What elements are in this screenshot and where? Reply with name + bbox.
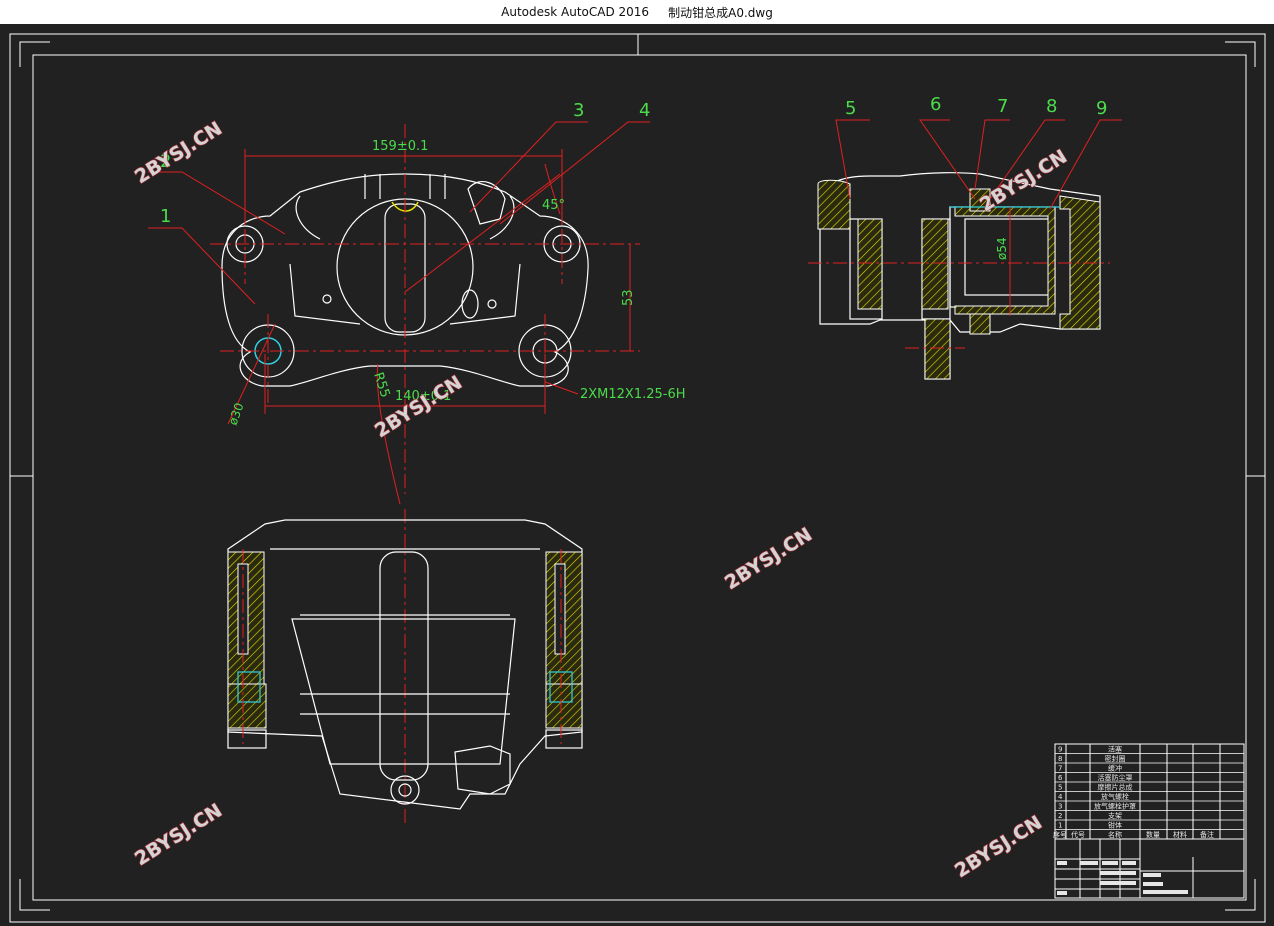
app-name: Autodesk AutoCAD 2016 bbox=[501, 5, 650, 19]
file-name: 制动钳总成A0.dwg bbox=[668, 5, 773, 20]
dim-bottom-span: 140±0.1 bbox=[395, 389, 451, 404]
balloon-2: 2 bbox=[160, 151, 171, 172]
balloon-6: 6 bbox=[930, 94, 941, 115]
bom-header-cell: 数量 bbox=[1146, 830, 1160, 839]
bom-row-number: 2 bbox=[1058, 812, 1062, 820]
bom-row-number: 3 bbox=[1058, 803, 1062, 811]
bom-row-name: 密封圈 bbox=[1105, 754, 1126, 763]
bom-row-number: 8 bbox=[1058, 755, 1062, 763]
balloon-4: 4 bbox=[639, 100, 650, 121]
bom-row-name: 缓冲 bbox=[1108, 764, 1122, 773]
dim-thread: 2XM12X1.25-6H bbox=[580, 387, 686, 402]
bom-table: 9 活塞 8 密封圈 7 缓冲 6 活塞防尘罩 5 摩擦片总成 4 放气螺栓 3 放气螺栓护罩 2 支架 1 钳体… bbox=[1053, 745, 1244, 839]
watermark-6: 2BYSJ.CN bbox=[951, 812, 1046, 883]
front-view: 1 2 3 4 159±0.1 140±0.1 45° 2XM12X1.25-6… bbox=[148, 100, 686, 824]
dim-hole-dia: ø30 bbox=[226, 401, 247, 427]
bom-row-number: 6 bbox=[1058, 774, 1063, 782]
bom-row-name: 放气螺栓护罩 bbox=[1094, 802, 1136, 811]
section-view: 5 6 7 8 9 ø54 bbox=[808, 94, 1122, 380]
drawing-canvas[interactable]: 1 2 3 4 159±0.1 140±0.1 45° 2XM12X1.25-6… bbox=[0, 24, 1274, 926]
dim-angle: 45° bbox=[542, 198, 565, 213]
bom-row-number: 7 bbox=[1058, 765, 1062, 773]
cad-drawing[interactable]: 1 2 3 4 159±0.1 140±0.1 45° 2XM12X1.25-6… bbox=[0, 24, 1274, 926]
bom-header-cell: 备注 bbox=[1200, 830, 1214, 839]
watermark-4: 2BYSJ.CN bbox=[976, 146, 1071, 217]
bom-header-cell: 名称 bbox=[1108, 830, 1122, 839]
bom-row-name: 摩擦片总成 bbox=[1098, 783, 1133, 792]
watermark-3: 2BYSJ.CN bbox=[721, 524, 816, 595]
dim-radius: R55 bbox=[370, 371, 392, 400]
bom-row-number: 5 bbox=[1058, 784, 1062, 792]
sheet-border bbox=[9, 33, 1266, 923]
watermark-5: 2BYSJ.CN bbox=[131, 800, 226, 871]
bom-row-name: 活塞防尘罩 bbox=[1098, 773, 1133, 782]
bom-row-number: 1 bbox=[1058, 822, 1062, 830]
bom-row-number: 4 bbox=[1058, 793, 1063, 801]
balloon-1: 1 bbox=[160, 206, 171, 227]
dim-top-span: 159±0.1 bbox=[372, 139, 428, 154]
bom-row-name: 钳体 bbox=[1108, 821, 1122, 830]
bom-header-cell: 序号 bbox=[1053, 830, 1067, 839]
balloon-8: 8 bbox=[1046, 96, 1057, 117]
title-block: 9 活塞 8 密封圈 7 缓冲 6 活塞防尘罩 5 摩擦片总成 4 放气螺栓 3 放气螺栓护罩 2 支架 1 钳体… bbox=[1053, 743, 1245, 899]
window-title-bar: Autodesk AutoCAD 2016 制动钳总成A0.dwg bbox=[0, 0, 1274, 24]
bom-row-number: 9 bbox=[1058, 746, 1062, 754]
balloon-3: 3 bbox=[573, 100, 584, 121]
balloon-5: 5 bbox=[845, 98, 856, 119]
bom-row-name: 放气螺栓 bbox=[1101, 792, 1129, 801]
bom-row-name: 支架 bbox=[1108, 811, 1122, 820]
dim-bore-dia: ø54 bbox=[995, 237, 1009, 260]
top-view bbox=[227, 519, 583, 810]
watermark-1: 2BYSJ.CN bbox=[131, 118, 226, 189]
dim-vertical: 53 bbox=[621, 289, 636, 306]
balloon-7: 7 bbox=[997, 96, 1008, 117]
balloon-9: 9 bbox=[1096, 98, 1107, 119]
bom-row-name: 活塞 bbox=[1108, 745, 1122, 754]
bom-header-cell: 材料 bbox=[1173, 830, 1187, 839]
bom-header-cell: 代号 bbox=[1071, 830, 1085, 839]
